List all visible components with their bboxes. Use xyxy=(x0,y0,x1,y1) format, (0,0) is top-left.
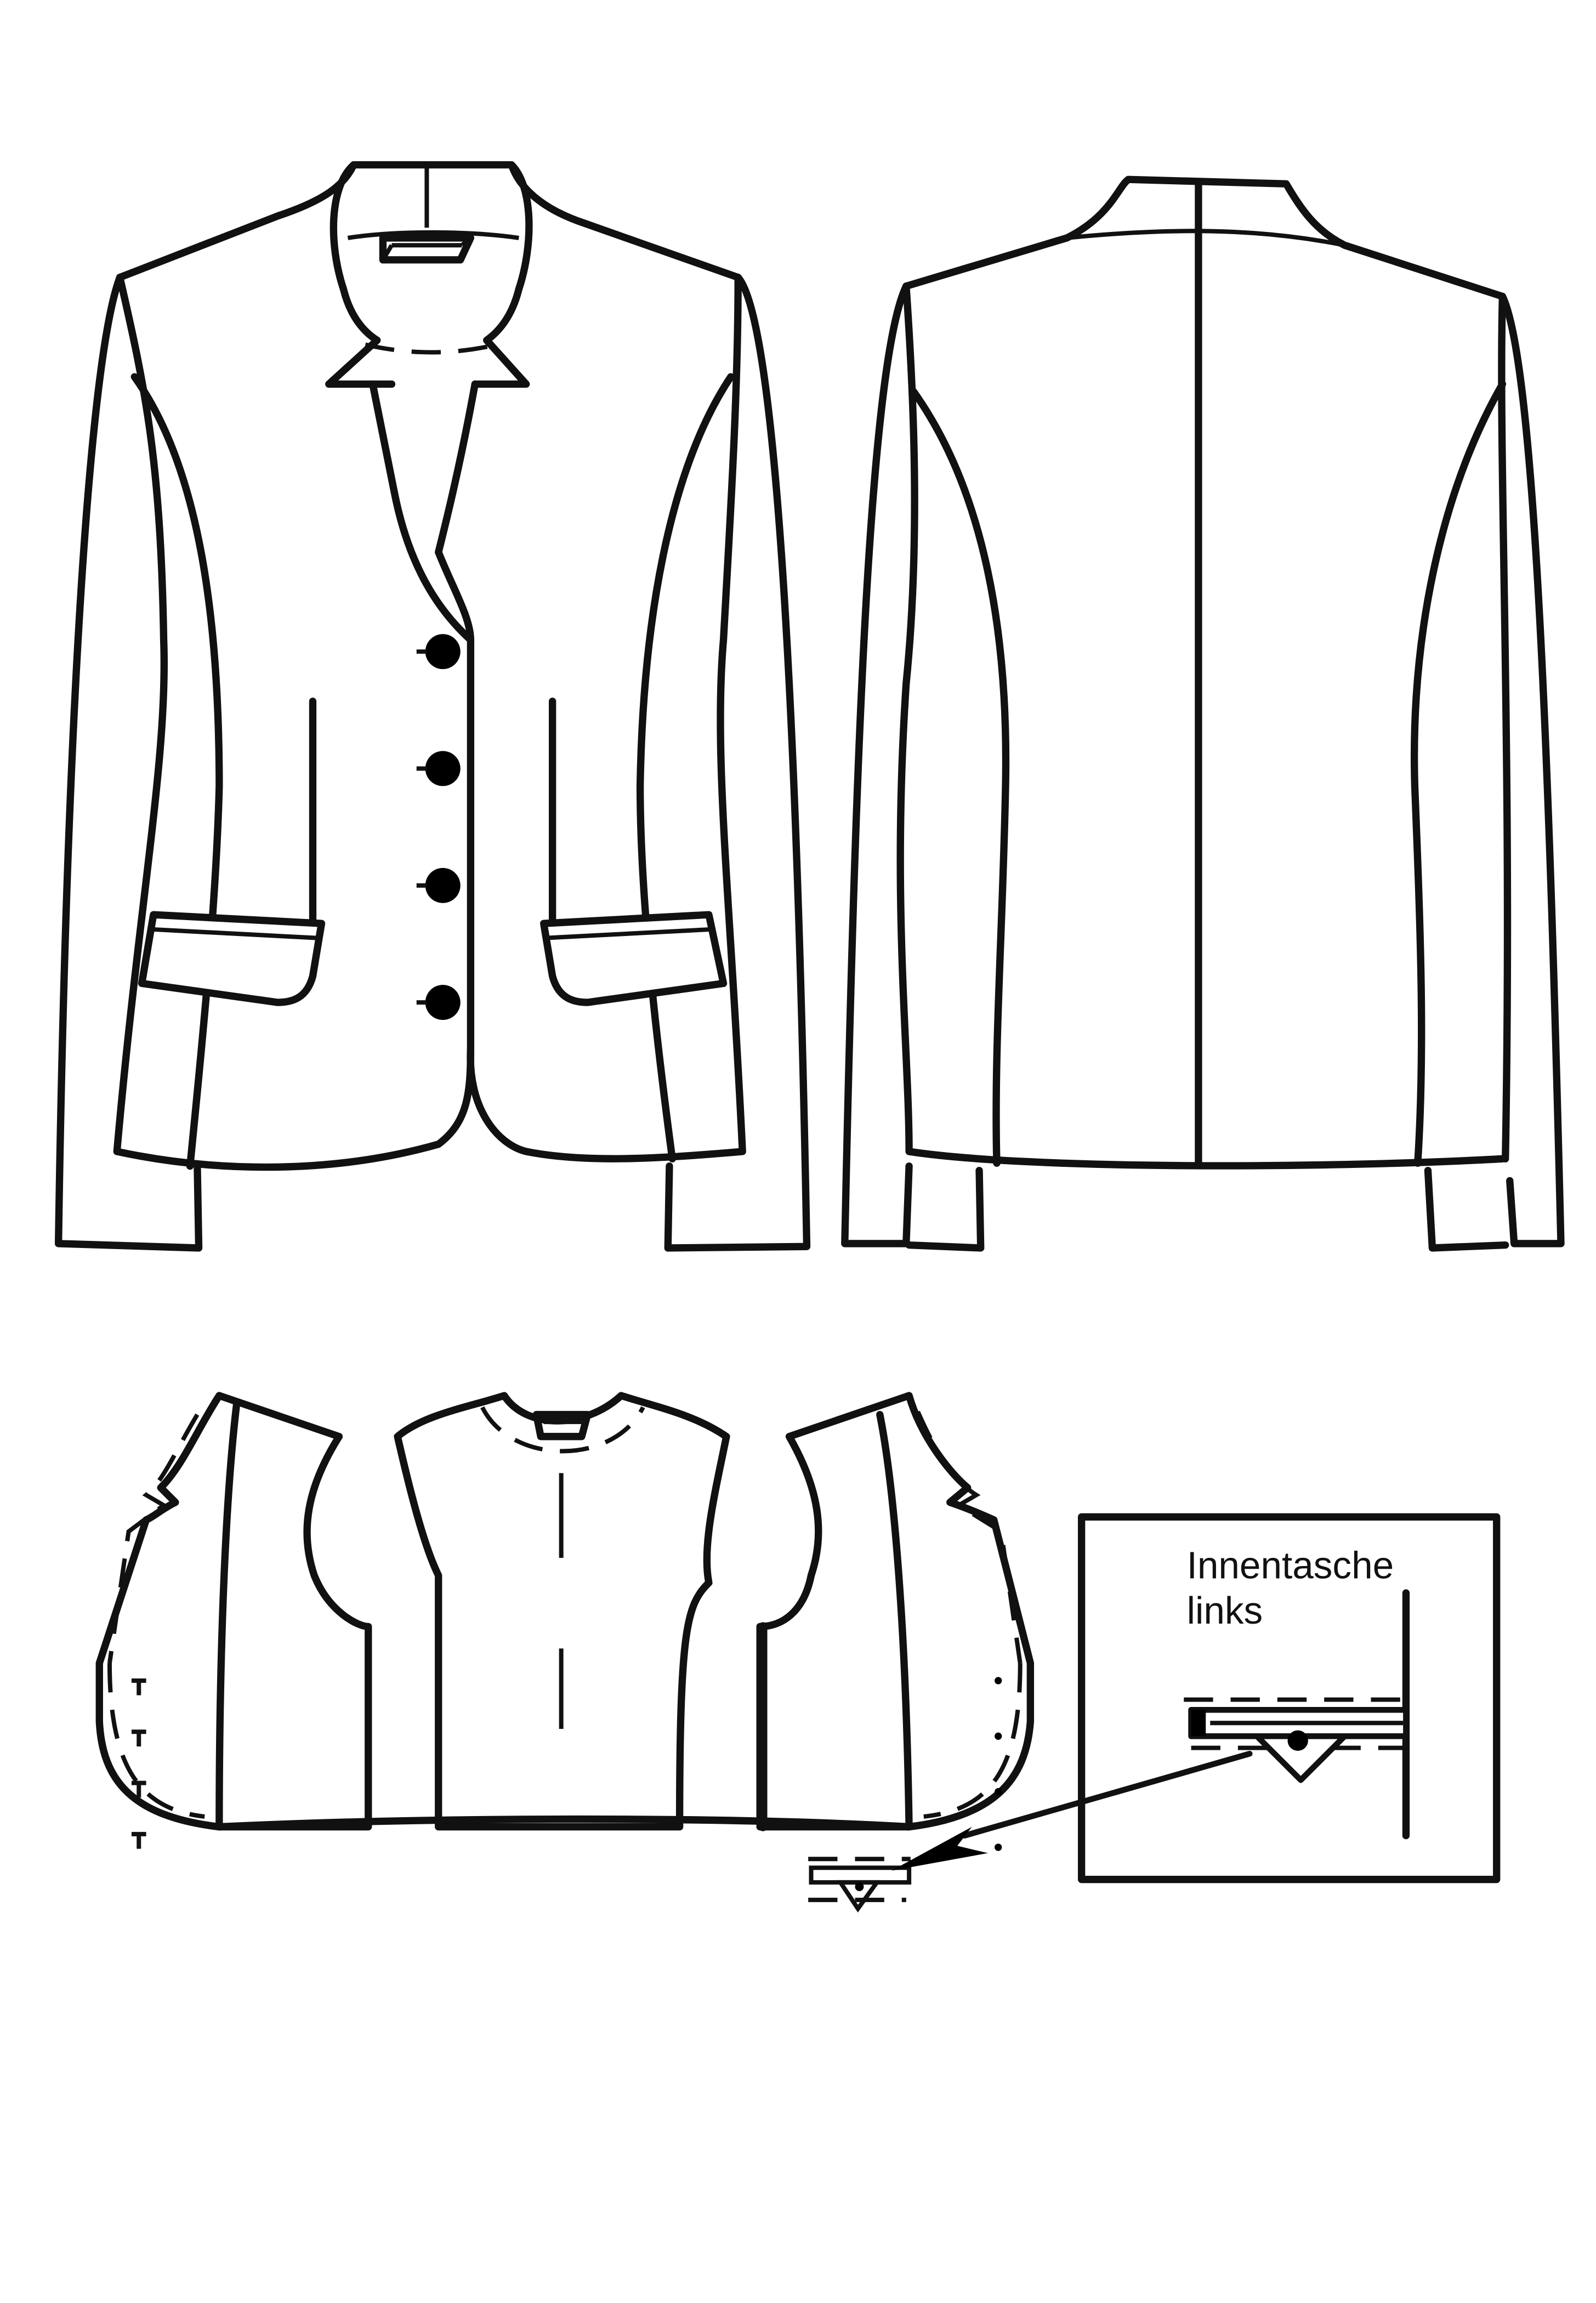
jacket-back-view xyxy=(841,175,1565,1252)
jacket-lining-view xyxy=(95,1392,1035,1913)
inside-pocket-small xyxy=(808,1857,912,1913)
button-1 xyxy=(416,634,461,670)
jacket-front-view xyxy=(54,161,811,1252)
detail-arrow xyxy=(891,1750,1253,1871)
button-4 xyxy=(416,985,461,1020)
detail-label-line2: links xyxy=(1187,1589,1263,1632)
detail-label-line1: Innentasche xyxy=(1187,1544,1394,1586)
button-3 xyxy=(416,867,461,903)
detail-box: Innentasche links xyxy=(1077,1513,1501,1884)
button-2 xyxy=(416,751,461,786)
